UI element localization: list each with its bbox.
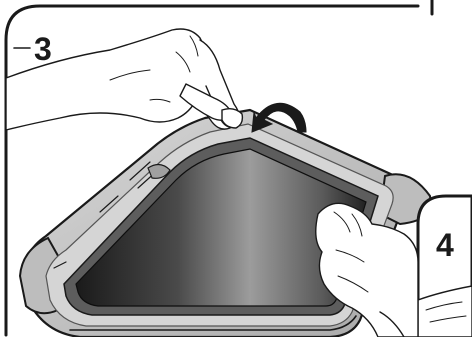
- fingertip-grip: [222, 109, 242, 128]
- step-4-label: 4: [436, 227, 454, 263]
- step-3-label: 3: [34, 31, 52, 67]
- step-4-inset: 4: [418, 196, 472, 337]
